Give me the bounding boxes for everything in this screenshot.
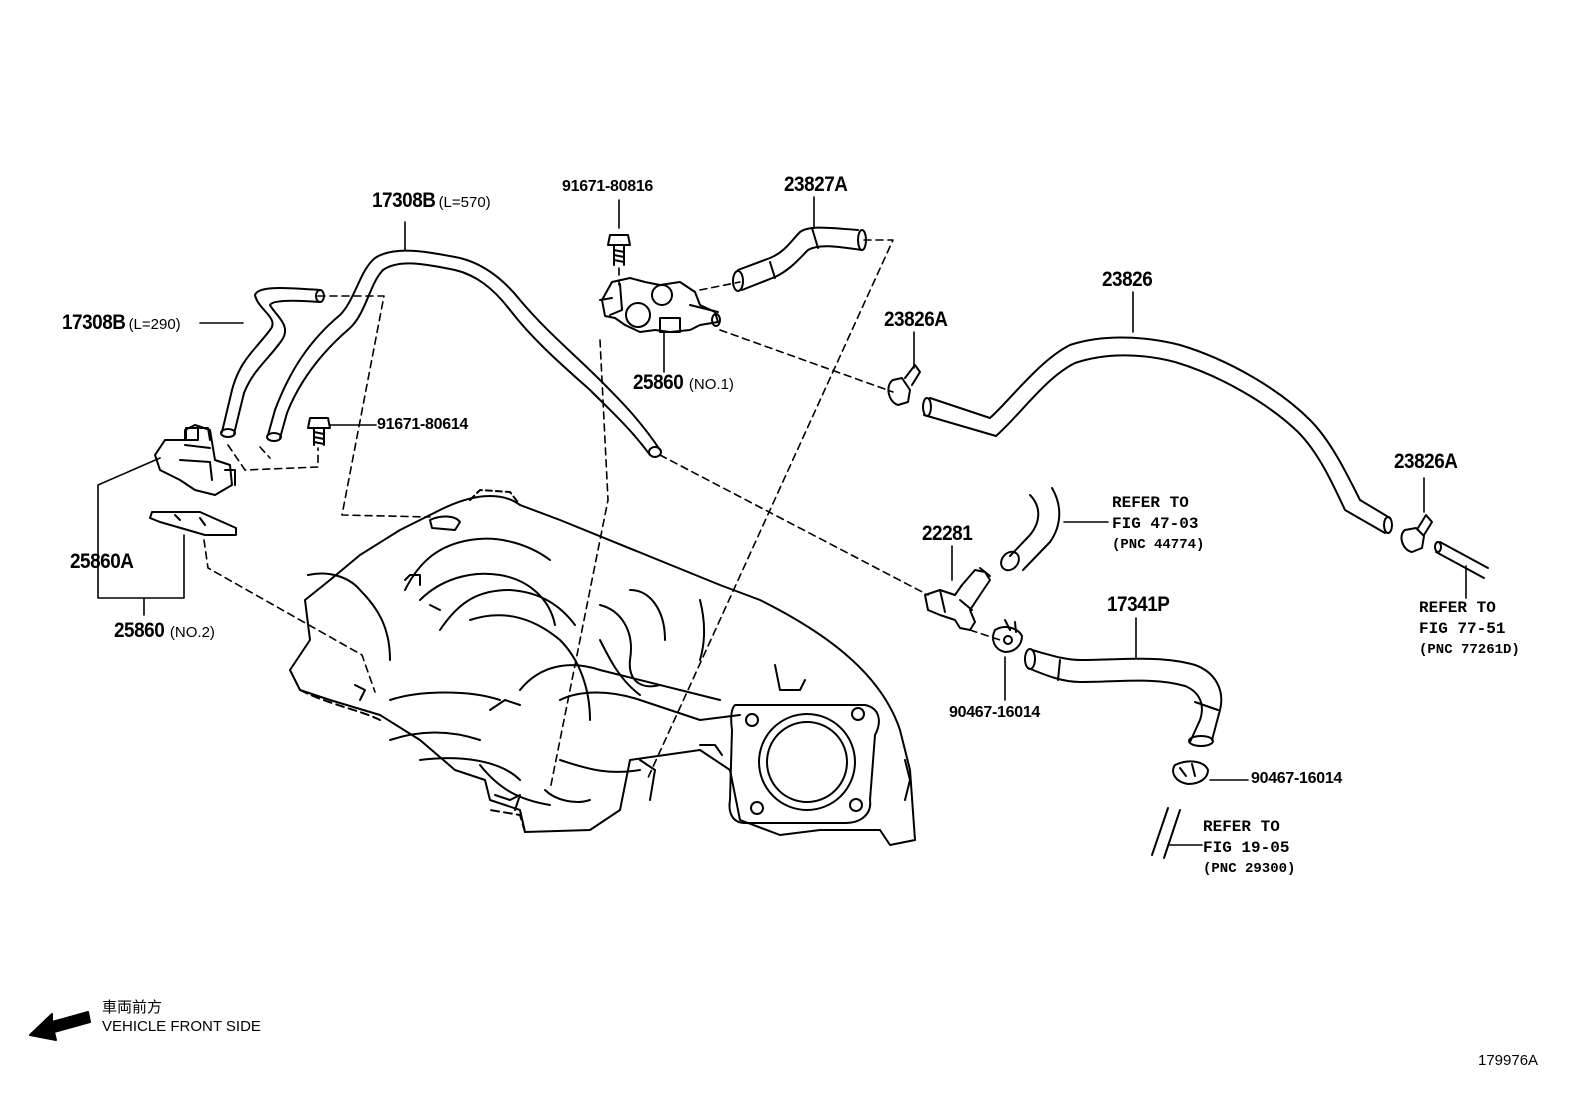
label-23827a: 23827A — [784, 173, 848, 196]
reference-line1: REFER TO — [1203, 818, 1280, 836]
label-25860-no2: 25860(NO.2) — [114, 620, 215, 641]
reference-fig-47-03: REFER TO FIG 47-03 (PNC 44774) — [1112, 493, 1204, 556]
reference-line2: FIG 19-05 — [1203, 839, 1290, 857]
label-90467-16014-left: 90467-16014 — [949, 704, 1041, 721]
hose-17308b-long — [266, 249, 662, 458]
label-17341p: 17341P — [1107, 593, 1170, 616]
reference-line2: FIG 47-03 — [1112, 515, 1199, 533]
part-number: 17308B — [372, 189, 436, 212]
hose-17308b-short — [220, 286, 325, 438]
bracket-25860-no2 — [149, 511, 237, 536]
part-note: (NO.1) — [688, 376, 734, 393]
pipe-stub-77-51 — [1434, 541, 1489, 579]
reference-line1: REFER TO — [1419, 599, 1496, 617]
clip-90467-left — [992, 619, 1023, 653]
bolt-91671-80614 — [307, 417, 331, 446]
label-91671-80816: 91671-80816 — [562, 178, 654, 195]
figure-code: 179976A — [1478, 1052, 1539, 1069]
hose-23827a — [732, 226, 867, 292]
reference-fig-19-05: REFER TO FIG 19-05 (PNC 29300) — [1203, 817, 1295, 880]
connection-lines — [203, 239, 1001, 791]
part-note: (L=290) — [128, 316, 181, 333]
valve-22281 — [924, 567, 991, 631]
label-17308b-l570: 17308B(L=570) — [372, 190, 491, 211]
part-note: (NO.2) — [169, 624, 215, 641]
intake-manifold — [289, 489, 916, 846]
vehicle-front-legend: 車両前方 VEHICLE FRONT SIDE — [102, 998, 261, 1035]
label-23826a-right: 23826A — [1394, 450, 1458, 473]
reference-line3: (PNC 77261D) — [1419, 642, 1520, 658]
clamp-23826a-top — [887, 364, 921, 406]
clamp-23826a-right — [1400, 514, 1433, 553]
reference-line3: (PNC 44774) — [1112, 537, 1205, 553]
label-23826: 23826 — [1102, 268, 1153, 291]
legend-japanese: 車両前方 — [102, 998, 163, 1016]
reference-line1: REFER TO — [1112, 494, 1189, 512]
arrow-left-down-icon — [29, 1011, 91, 1041]
vsv-25860-no1 — [599, 277, 721, 333]
part-number: 25860 — [114, 619, 165, 642]
label-90467-16014-right: 90467-16014 — [1251, 770, 1343, 787]
hose-17341p — [1024, 648, 1223, 747]
label-23826a-top: 23826A — [884, 308, 948, 331]
hose-refer-47-03 — [1000, 487, 1061, 572]
reference-line2: FIG 77-51 — [1419, 620, 1506, 638]
pipe-stub-19-05 — [1151, 807, 1181, 859]
hose-23826 — [922, 336, 1393, 534]
part-number: 17308B — [62, 311, 126, 334]
leader-lines — [97, 196, 1467, 846]
vsv-25860a — [154, 424, 236, 496]
label-25860-no1: 25860(NO.1) — [633, 372, 734, 393]
label-91671-80614: 91671-80614 — [377, 416, 469, 433]
reference-fig-77-51: REFER TO FIG 77-51 (PNC 77261D) — [1419, 598, 1520, 661]
label-17308b-l290: 17308B(L=290) — [62, 312, 181, 333]
label-25860a: 25860A — [70, 550, 134, 573]
label-22281: 22281 — [922, 522, 973, 545]
clip-90467-right — [1172, 760, 1209, 785]
reference-line3: (PNC 29300) — [1203, 861, 1296, 877]
bolt-91671-80816 — [607, 234, 631, 266]
legend-english: VEHICLE FRONT SIDE — [102, 1018, 261, 1035]
part-note: (L=570) — [438, 194, 491, 211]
part-number: 25860 — [633, 371, 684, 394]
